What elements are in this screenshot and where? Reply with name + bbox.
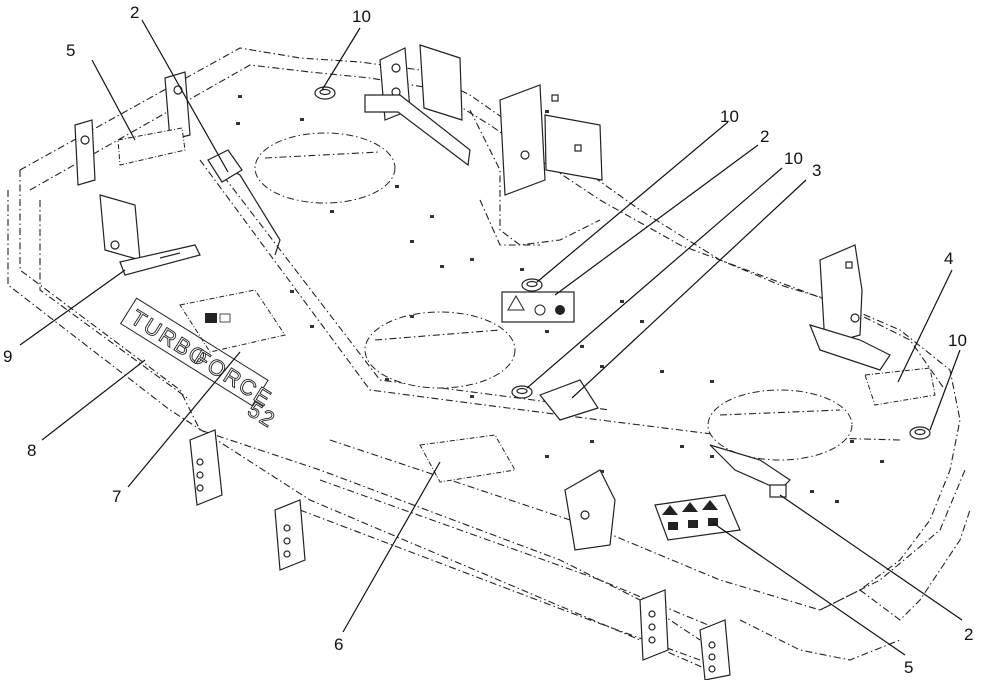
decal-right xyxy=(864,367,936,406)
callout-10-top: 10 xyxy=(352,7,371,26)
callout-2-bottom: 2 xyxy=(964,625,973,644)
decal-instructions xyxy=(179,289,286,353)
decals xyxy=(117,127,936,541)
callout-2-left: 2 xyxy=(130,3,139,22)
decal-warning-front-right xyxy=(654,494,741,541)
callout-5-left: 5 xyxy=(66,41,75,60)
decal-height xyxy=(539,379,599,421)
callout-3: 3 xyxy=(812,161,821,180)
decal-small-right xyxy=(769,484,787,498)
callout-2-right: 2 xyxy=(760,127,769,146)
callout-5-bottom: 5 xyxy=(904,658,913,677)
callout-8: 8 xyxy=(27,441,36,460)
callout-labels: 2 10 5 10 2 10 3 4 10 9 8 7 6 2 5 xyxy=(3,3,973,677)
decal-rear-left xyxy=(117,127,186,166)
callout-6: 6 xyxy=(334,635,343,654)
callout-10-right-a: 10 xyxy=(720,107,739,126)
callout-9: 9 xyxy=(3,347,12,366)
callout-7: 7 xyxy=(112,487,121,506)
callout-4: 4 xyxy=(944,249,953,268)
decal-front-center xyxy=(419,434,516,483)
callout-10-right-b: 10 xyxy=(784,149,803,168)
leader-lines xyxy=(19,19,963,656)
blade-openings xyxy=(254,132,853,461)
callout-10-far-right: 10 xyxy=(948,331,967,350)
